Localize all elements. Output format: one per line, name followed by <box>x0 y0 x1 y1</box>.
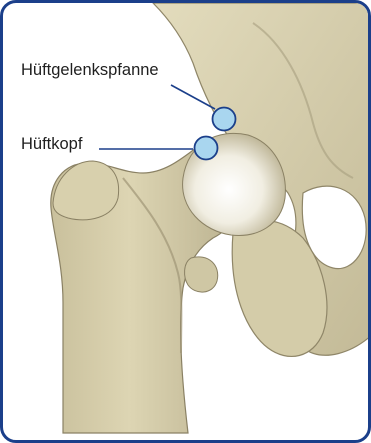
hip-joint-illustration: Hüftgelenkspfanne Hüftkopf <box>3 3 371 443</box>
acetabulum-label: Hüftgelenkspfanne <box>21 61 159 79</box>
acetabulum-marker <box>213 108 236 131</box>
lesser-trochanter <box>185 257 218 292</box>
femoral-head-label: Hüftkopf <box>21 135 83 153</box>
femoral-head-marker <box>195 137 218 160</box>
greater-trochanter <box>53 161 119 220</box>
